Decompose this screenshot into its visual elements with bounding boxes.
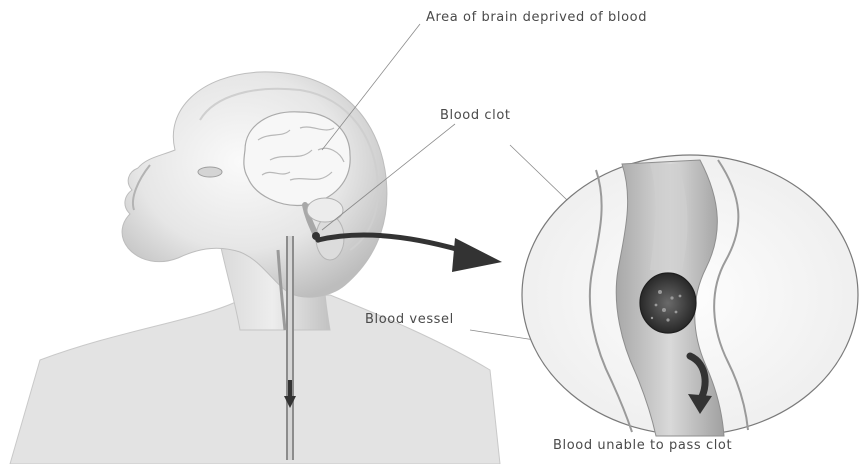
- label-blood-vessel: Blood vessel: [365, 312, 454, 327]
- zoom-circle: [522, 155, 858, 436]
- label-unable-to-pass: Blood unable to pass clot: [553, 438, 732, 453]
- eye: [198, 167, 222, 177]
- label-area-deprived: Area of brain deprived of blood: [426, 10, 647, 25]
- clot: [640, 273, 696, 333]
- label-blood-clot: Blood clot: [440, 108, 511, 123]
